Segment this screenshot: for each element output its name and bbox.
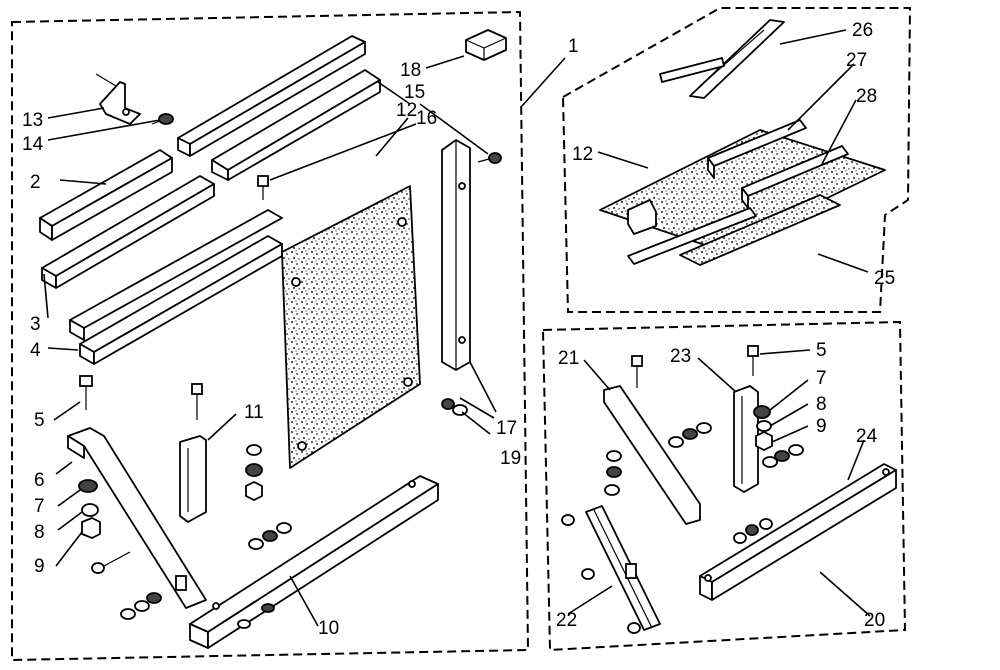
part-9-nut xyxy=(81,517,101,539)
part-14-screw xyxy=(151,113,174,125)
part-16-screw xyxy=(257,175,269,200)
part-11-hardware xyxy=(245,444,292,550)
callout-12: 12 xyxy=(396,100,417,121)
part-upper-rail-a xyxy=(177,35,366,157)
callout-7: 7 xyxy=(34,496,45,517)
part-12-panel xyxy=(281,185,421,469)
callout-14: 14 xyxy=(22,134,44,155)
callout-10: 10 xyxy=(318,618,339,639)
callout-17: 17 xyxy=(496,418,517,439)
callout-3: 3 xyxy=(30,314,41,335)
part-24-rail xyxy=(699,463,897,601)
leader-lines xyxy=(43,29,871,627)
part-10-rail xyxy=(189,475,439,649)
part-5-bolt xyxy=(79,375,93,410)
callout-7b: 7 xyxy=(816,368,827,389)
part-23-bracket xyxy=(733,385,759,493)
callout-11: 11 xyxy=(244,402,264,423)
callout-24: 24 xyxy=(856,426,878,447)
part-5-bolt-kit xyxy=(747,345,759,376)
callout-20: 20 xyxy=(864,610,885,631)
part-22-brace xyxy=(585,505,661,631)
callout-8b: 8 xyxy=(816,394,827,415)
part-21-hardware xyxy=(604,422,712,496)
part-21-brace xyxy=(603,355,701,525)
part-18-block xyxy=(465,29,507,61)
part-16-rail xyxy=(69,209,283,341)
callout-15: 15 xyxy=(404,82,425,103)
part-10-hardware xyxy=(237,603,275,629)
callout-6: 6 xyxy=(34,470,45,491)
part-4-rail xyxy=(79,235,283,365)
part-2-rail xyxy=(39,149,173,241)
callout-9: 9 xyxy=(34,556,45,577)
part-13-bracket xyxy=(95,73,141,125)
part-11-bracket xyxy=(179,383,207,523)
callout-9b: 9 xyxy=(816,416,827,437)
callout-28: 28 xyxy=(856,86,877,107)
callout-25: 25 xyxy=(874,268,895,289)
part-27-strip xyxy=(707,119,807,179)
part-25-rail-a xyxy=(627,207,757,265)
callout-13: 13 xyxy=(22,110,43,131)
part-25-block xyxy=(627,199,657,235)
part-8-washer-kit xyxy=(756,420,772,432)
part-9-nut-kit xyxy=(755,430,773,452)
callout-21: 21 xyxy=(558,348,579,369)
callout-18: 18 xyxy=(400,60,421,81)
part-7-washer xyxy=(78,479,98,493)
callout-22: 22 xyxy=(556,610,577,631)
part-17-post xyxy=(441,139,471,371)
part-15-screw xyxy=(477,152,502,164)
part-6-brace xyxy=(67,427,207,609)
part-3-rail xyxy=(41,175,215,289)
callout-8: 8 xyxy=(34,522,45,543)
part-28-strip xyxy=(741,145,849,209)
part-22-hardware xyxy=(561,514,641,634)
callout-27: 27 xyxy=(846,50,867,71)
callout-labels: 1 2 3 4 5 6 7 8 9 10 11 12 13 14 15 16 1… xyxy=(22,20,895,639)
callout-19: 19 xyxy=(500,448,521,469)
part-brace-screw xyxy=(91,551,131,574)
callout-12b: 12 xyxy=(572,144,593,165)
part-7-washer-kit xyxy=(753,405,771,419)
callout-1: 1 xyxy=(568,36,579,57)
part-8-washer xyxy=(81,503,99,517)
kit-frame-main xyxy=(11,10,530,662)
part-23-hardware xyxy=(762,444,804,468)
callout-2: 2 xyxy=(30,172,41,193)
callout-5: 5 xyxy=(34,410,45,431)
part-26-gasket xyxy=(659,19,785,99)
kit-frame-20 xyxy=(541,320,907,652)
callout-4: 4 xyxy=(30,340,41,361)
part-brace-hardware xyxy=(120,592,162,620)
part-24-hardware xyxy=(733,518,773,544)
callout-16: 16 xyxy=(416,108,437,129)
part-15-rail xyxy=(211,69,381,181)
callout-23: 23 xyxy=(670,346,691,367)
callout-5b: 5 xyxy=(816,340,827,361)
kit-frame-25 xyxy=(561,7,912,313)
callout-26: 26 xyxy=(852,20,873,41)
